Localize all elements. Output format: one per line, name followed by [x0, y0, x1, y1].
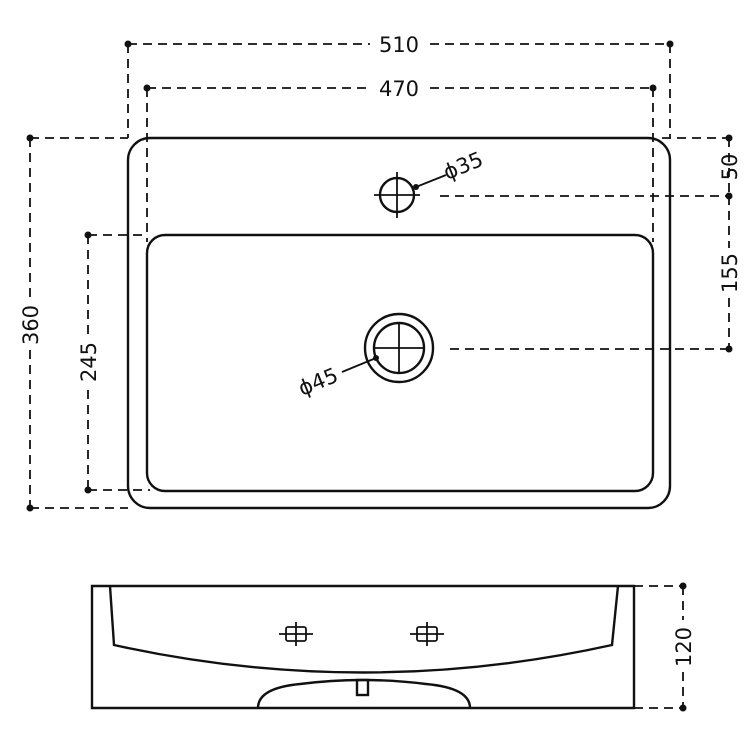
- dimension-360: [26, 134, 128, 512]
- fixing-bolt-right: [410, 622, 444, 646]
- dimension-470: [143, 84, 657, 242]
- drain-hole-leader: [341, 355, 379, 373]
- side-view-waste-stub: [355, 678, 370, 697]
- dimension-245: [84, 231, 150, 494]
- dimension-label-120: 120: [672, 627, 696, 667]
- dimension-label-360: 360: [19, 305, 43, 345]
- drain-hole-diameter-label: ϕ45: [295, 363, 342, 400]
- basin-outer-outline: [126, 136, 672, 510]
- dimension-50: [440, 134, 733, 200]
- top-view: 510 470 360 24: [19, 33, 742, 512]
- dimension-label-155: 155: [718, 253, 742, 293]
- dimension-label-510: 510: [379, 33, 419, 57]
- dimension-155: [450, 196, 733, 353]
- fixing-bolt-left: [279, 622, 313, 646]
- basin-bowl-outline: [145, 233, 655, 493]
- side-view: 120: [90, 582, 696, 712]
- side-view-outline: [90, 584, 636, 710]
- dimension-label-470: 470: [379, 77, 419, 101]
- dimension-label-50: 50: [718, 154, 742, 181]
- dimension-120: [634, 582, 687, 712]
- side-view-bowl-profile: [108, 585, 620, 674]
- dimension-510: [124, 40, 674, 138]
- tap-hole-diameter-label: ϕ35: [440, 147, 487, 184]
- tap-hole: [374, 172, 420, 218]
- drain-hole: [363, 312, 435, 384]
- tap-hole-leader: [413, 174, 447, 190]
- dimension-label-245: 245: [77, 342, 101, 382]
